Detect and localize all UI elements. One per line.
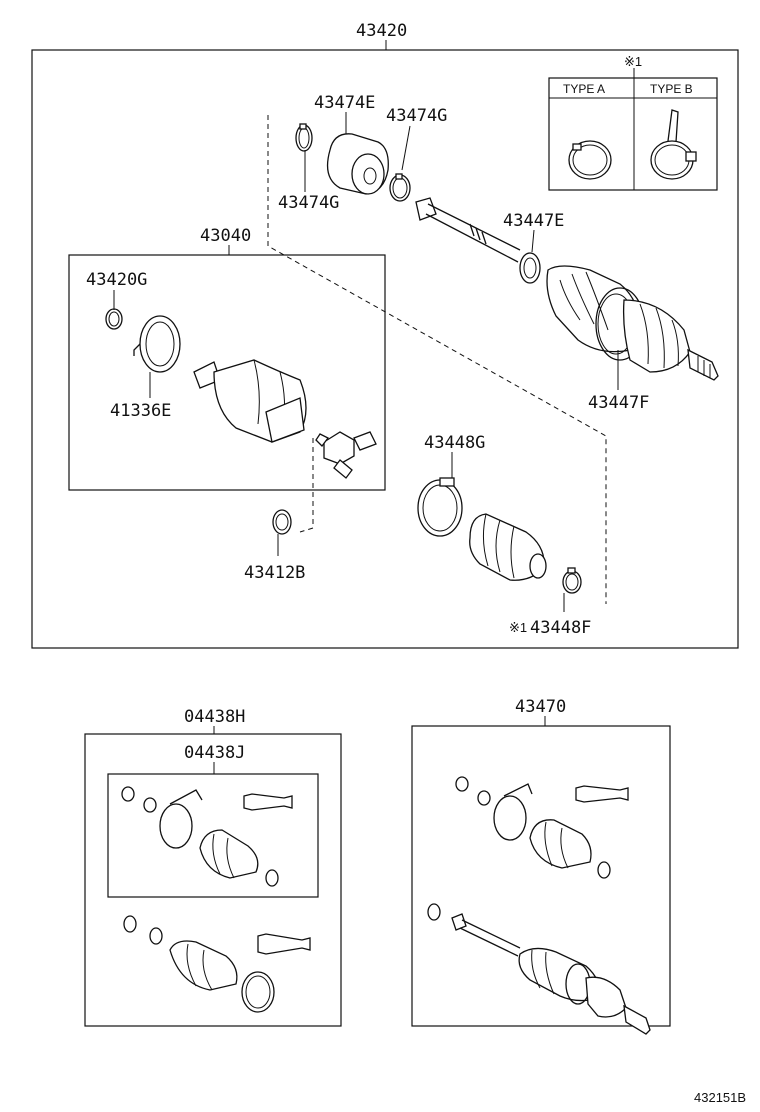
kit-outer-parts (123, 915, 311, 1013)
outer-boot (469, 513, 547, 581)
inner-joint-frame (68, 254, 386, 491)
type-b-clamp-drawing (650, 109, 697, 180)
alt-assembly-frame (411, 725, 671, 1027)
leader-43447E (531, 229, 535, 253)
snap-ring-43420G (105, 308, 123, 330)
diagram-id: 432151B (694, 1090, 746, 1105)
label-43040[interactable]: 43040 (200, 226, 251, 246)
label-43448F[interactable]: 43448F (530, 618, 591, 638)
inner-boot (326, 133, 389, 195)
alt-drive-shaft (427, 903, 651, 1035)
type-a-clamp-drawing (568, 140, 612, 180)
outer-joint-boot (546, 265, 719, 381)
label-43420[interactable]: 43420 (356, 21, 407, 41)
drive-shaft (415, 197, 521, 263)
label-04438J[interactable]: 04438J (184, 743, 245, 763)
label-43420G[interactable]: 43420G (86, 270, 147, 290)
note-marker-type: ※1 (624, 54, 642, 69)
inner-joint-housing (193, 359, 307, 443)
kit-inner-frame (107, 773, 319, 898)
tripod-spider (315, 431, 377, 479)
outer-clamp-large (417, 477, 463, 537)
snap-ring-43412B (272, 509, 292, 535)
label-43448G[interactable]: 43448G (424, 433, 485, 453)
label-43474G-top[interactable]: 43474G (386, 106, 447, 126)
label-43412B[interactable]: 43412B (244, 563, 305, 583)
main-assembly-frame (31, 49, 739, 649)
label-43447F[interactable]: 43447F (588, 393, 649, 413)
dashed-guide-main (267, 115, 607, 604)
kit-inner-parts (121, 786, 293, 887)
outer-clamp-small (562, 567, 582, 594)
outer-ring-43447E (519, 252, 541, 284)
bearing-41336E (133, 315, 181, 373)
alt-boot-kit-parts (455, 776, 629, 879)
label-41336E[interactable]: 41336E (110, 401, 171, 421)
label-43474G-left[interactable]: 43474G (278, 193, 339, 213)
label-04438H[interactable]: 04438H (184, 707, 245, 727)
type-a-label[interactable]: TYPE A (563, 82, 605, 96)
inner-clamp-left (295, 123, 313, 152)
label-43474E[interactable]: 43474E (314, 93, 375, 113)
label-43470[interactable]: 43470 (515, 697, 566, 717)
inner-clamp-right (389, 173, 411, 202)
type-b-label[interactable]: TYPE B (650, 82, 693, 96)
label-43447E[interactable]: 43447E (503, 211, 564, 231)
leader-43474G-top (401, 125, 411, 171)
type-box (548, 77, 718, 191)
dashed-guide-inner (299, 438, 314, 533)
kit-outer-frame (84, 733, 342, 1027)
note-marker-43448F: ※1 (509, 620, 527, 635)
